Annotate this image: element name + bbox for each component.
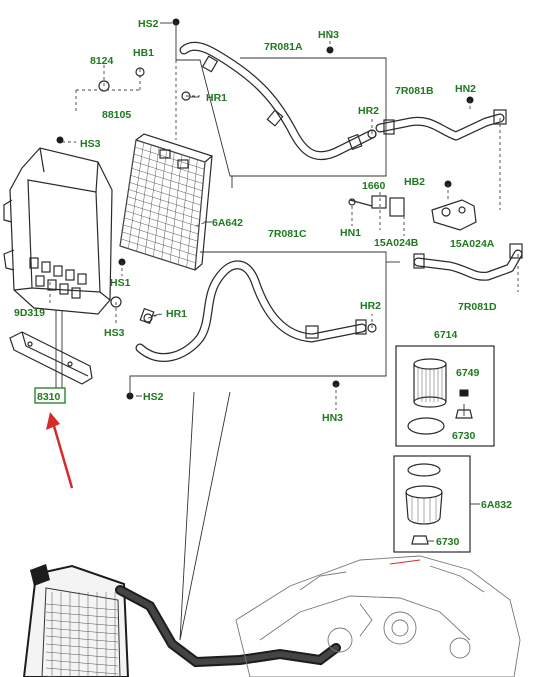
hose-7r081a[interactable] bbox=[179, 41, 377, 160]
seal-6730-top[interactable] bbox=[455, 409, 473, 419]
label-6a642[interactable]: 6A642 bbox=[212, 217, 243, 229]
label-hs3-mid[interactable]: HS3 bbox=[104, 327, 125, 339]
filter-box-6714 bbox=[395, 345, 495, 447]
label-8124[interactable]: 8124 bbox=[90, 55, 114, 67]
label-6a832[interactable]: 6A832 bbox=[481, 499, 512, 511]
label-15a024b[interactable]: 15A024B bbox=[374, 237, 419, 249]
label-6714[interactable]: 6714 bbox=[434, 329, 458, 341]
oil-filter-6714[interactable] bbox=[407, 358, 447, 435]
highlight-box-8310 bbox=[34, 387, 66, 404]
label-hr2-mid[interactable]: HR2 bbox=[360, 300, 381, 312]
label-hn1[interactable]: HN1 bbox=[340, 227, 361, 239]
engine-block bbox=[235, 555, 521, 677]
arrow-pointer-icon bbox=[46, 412, 74, 489]
lower-radiator-assembly bbox=[22, 564, 341, 677]
cooler-6a642[interactable] bbox=[119, 133, 214, 271]
label-hb1[interactable]: HB1 bbox=[133, 47, 154, 59]
bracket-8310[interactable] bbox=[9, 331, 93, 385]
callout-labels: HS2 7R081A HN3 8124 HB1 HR1 88105 HS3 7R… bbox=[14, 18, 512, 548]
label-88105[interactable]: 88105 bbox=[102, 109, 131, 121]
pipe-7r081b[interactable] bbox=[375, 109, 507, 141]
label-hr2-top[interactable]: HR2 bbox=[358, 105, 379, 117]
label-15a024a[interactable]: 15A024A bbox=[450, 238, 495, 250]
sensor-assembly-15a024[interactable] bbox=[348, 195, 477, 231]
radiator-shroud[interactable] bbox=[3, 147, 113, 315]
label-hn2[interactable]: HN2 bbox=[455, 83, 476, 95]
label-hr1-mid[interactable]: HR1 bbox=[166, 308, 187, 320]
label-6730-top[interactable]: 6730 bbox=[452, 430, 476, 442]
label-connectors bbox=[136, 22, 480, 542]
label-hs2-top[interactable]: HS2 bbox=[138, 18, 159, 30]
label-hb2[interactable]: HB2 bbox=[404, 176, 425, 188]
pipe-7r081d[interactable] bbox=[413, 243, 523, 281]
label-hs2-bottom[interactable]: HS2 bbox=[143, 391, 164, 403]
label-7r081a[interactable]: 7R081A bbox=[264, 41, 303, 53]
label-hs1[interactable]: HS1 bbox=[110, 277, 131, 289]
label-7r081c[interactable]: 7R081C bbox=[268, 228, 307, 240]
label-7r081b[interactable]: 7R081B bbox=[395, 85, 434, 97]
plug-6749[interactable] bbox=[459, 389, 469, 397]
label-hs3-top[interactable]: HS3 bbox=[80, 138, 101, 150]
label-6749[interactable]: 6749 bbox=[456, 367, 480, 379]
label-hr1-top[interactable]: HR1 bbox=[206, 92, 227, 104]
seal-6730-bottom[interactable] bbox=[411, 535, 429, 545]
hose-7r081c[interactable] bbox=[135, 260, 367, 362]
label-8310[interactable]: 8310 bbox=[37, 391, 61, 403]
label-1660[interactable]: 1660 bbox=[362, 180, 386, 192]
label-7r081d[interactable]: 7R081D bbox=[458, 301, 497, 313]
leader-lines bbox=[49, 30, 519, 641]
label-9d319[interactable]: 9D319 bbox=[14, 307, 45, 319]
label-6730-bottom[interactable]: 6730 bbox=[436, 536, 460, 548]
label-hn3-bottom[interactable]: HN3 bbox=[322, 412, 343, 424]
fasteners bbox=[56, 18, 474, 400]
bolt-icon bbox=[172, 18, 180, 30]
label-hn3-top[interactable]: HN3 bbox=[318, 29, 339, 41]
filter-housing-6a832[interactable] bbox=[405, 463, 443, 525]
